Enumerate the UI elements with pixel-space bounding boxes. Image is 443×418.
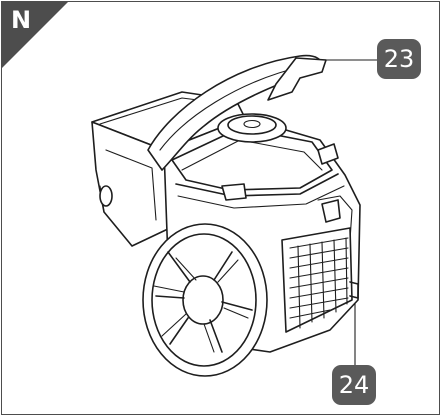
- carry-handle: [147, 54, 327, 171]
- panel-badge: [2, 2, 68, 68]
- callout-24: 24: [332, 365, 376, 405]
- small-wheel-left: [99, 185, 113, 207]
- vacuum-body: [91, 91, 361, 353]
- filter-grille-pattern: [289, 237, 349, 329]
- panel-label: N: [11, 6, 32, 34]
- rear-wheel: [142, 223, 268, 377]
- callout-23: 23: [377, 39, 421, 79]
